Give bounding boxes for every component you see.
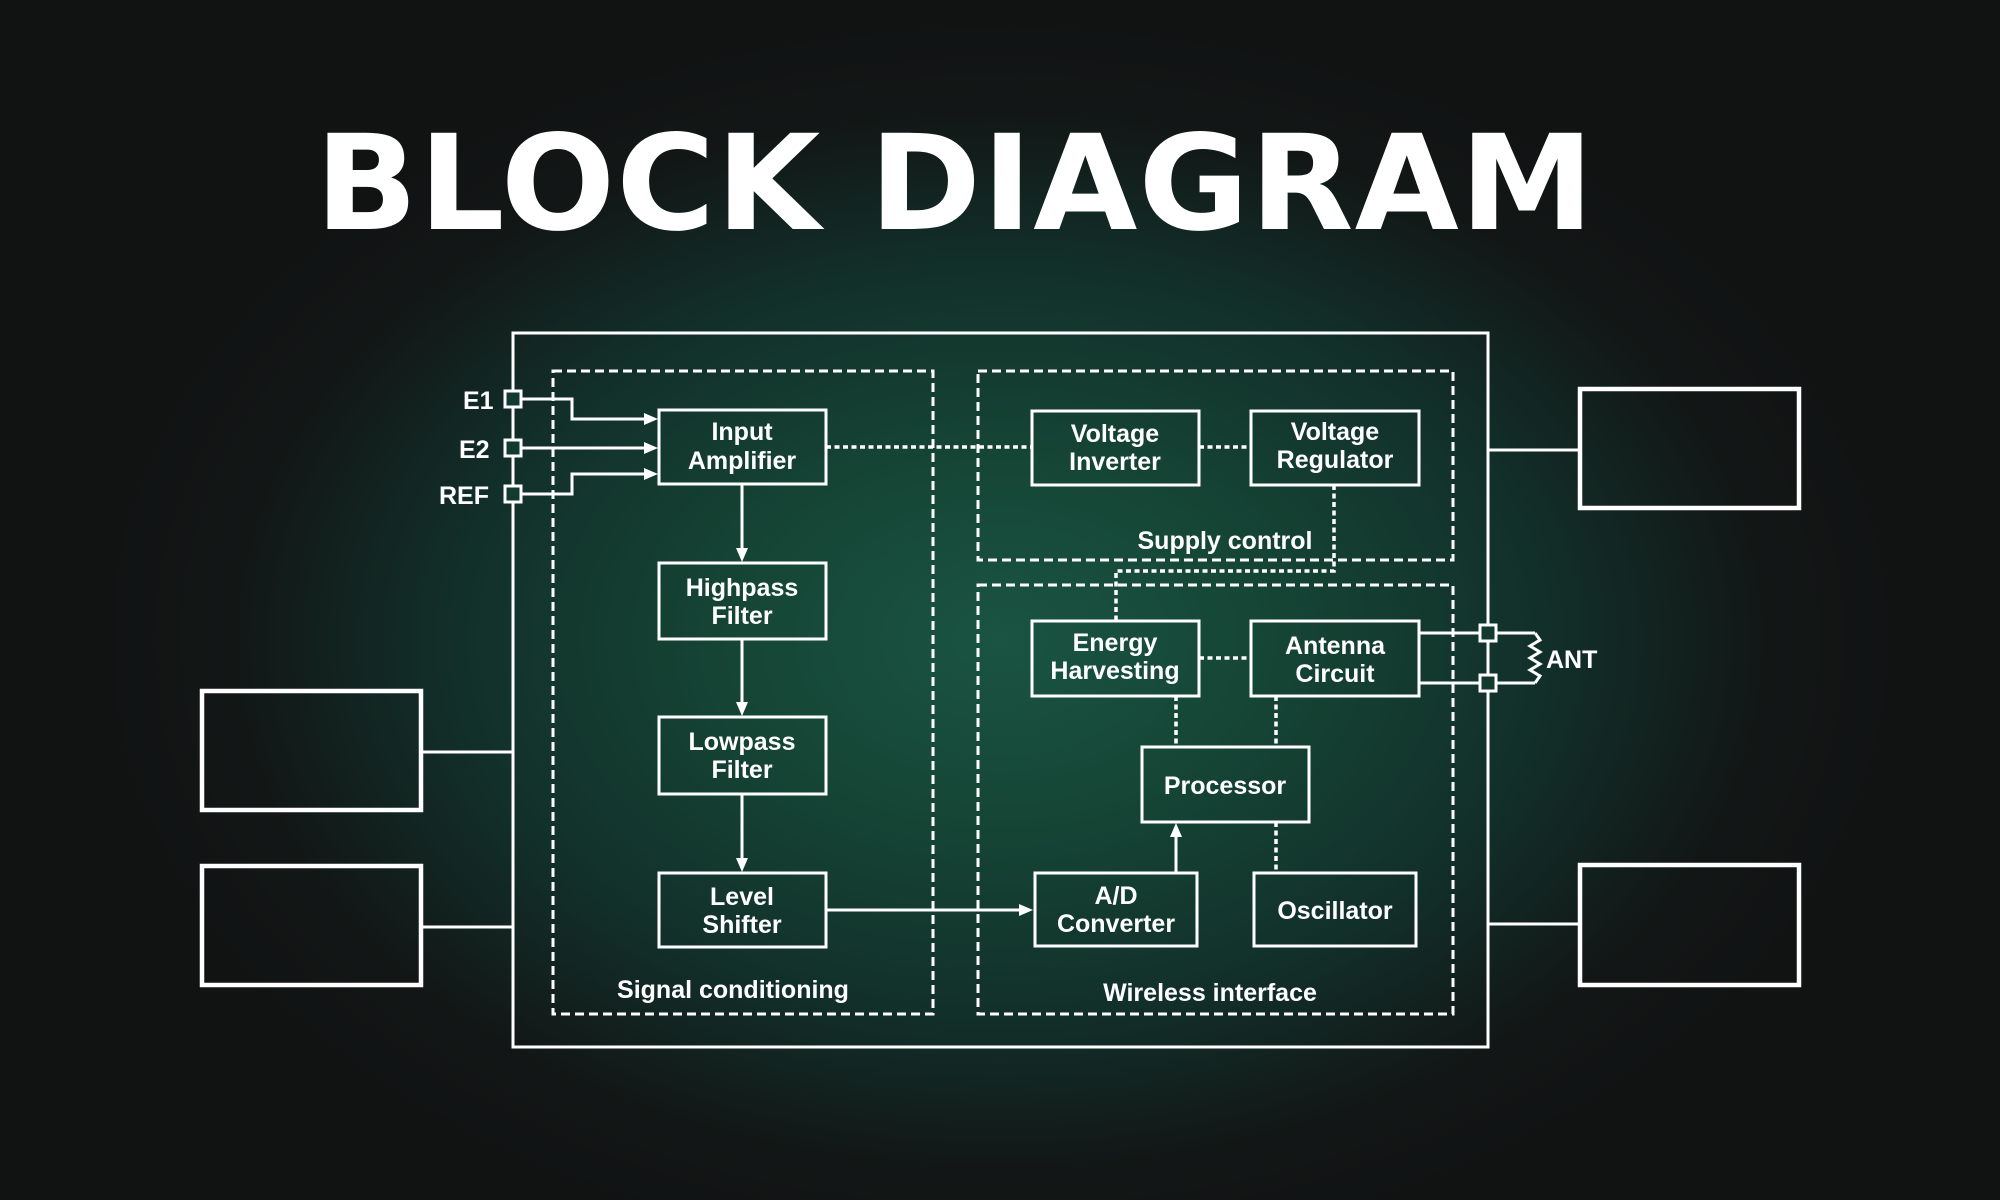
block-antenna-circuit[interactable]: Antenna Circuit [1249, 619, 1421, 698]
block-label: A/D [1094, 882, 1137, 910]
block-voltage-inverter[interactable]: Voltage Inverter [1030, 409, 1201, 487]
block-processor[interactable]: Processor [1140, 745, 1311, 824]
block-label: Level [710, 883, 774, 911]
pin-label-ref: REF [439, 482, 489, 510]
wire-ref [521, 472, 650, 496]
block-label: Energy [1073, 629, 1158, 657]
arrow-adc [1019, 904, 1033, 916]
arrow-e2 [644, 442, 658, 454]
block-label: Harvesting [1050, 657, 1179, 685]
group-supply-control [976, 369, 1455, 562]
connector-e1[interactable] [503, 389, 523, 409]
block-ad-converter[interactable]: A/D Converter [1033, 871, 1199, 948]
connector-ref[interactable] [503, 484, 523, 504]
block-label: Amplifier [688, 447, 797, 475]
external-block-left-bottom[interactable] [199, 863, 424, 988]
pin-label-e2: E2 [459, 436, 490, 464]
arrow-lowpass [736, 702, 748, 716]
block-level-shifter[interactable]: Level Shifter [657, 871, 828, 949]
group-label-supply-control: Supply control [1138, 527, 1313, 555]
external-block-left-top[interactable] [199, 688, 424, 813]
block-label: Inverter [1069, 448, 1161, 476]
block-label: Highpass [686, 574, 799, 602]
antenna-label: ANT [1546, 646, 1597, 674]
block-label: Lowpass [689, 728, 796, 756]
block-input-amplifier[interactable]: Input Amplifier [657, 408, 828, 486]
block-label: Filter [711, 756, 772, 784]
connector-ant-2[interactable] [1478, 673, 1498, 693]
block-label: Input [711, 418, 773, 446]
block-oscillator[interactable]: Oscillator [1252, 871, 1418, 948]
block-label: Voltage [1071, 420, 1160, 448]
antenna-icon [1527, 632, 1543, 684]
arrow-ref [644, 468, 658, 480]
link-regulator-harvesting [1114, 485, 1336, 621]
arrow-shifter [736, 858, 748, 872]
block-label: Processor [1164, 772, 1287, 800]
arrow-e1 [644, 413, 658, 425]
group-label-wireless-interface: Wireless interface [1103, 979, 1317, 1007]
block-label: Circuit [1295, 660, 1375, 688]
block-label: Filter [711, 602, 772, 630]
block-label: Shifter [702, 911, 781, 939]
block-energy-harvesting[interactable]: Energy Harvesting [1030, 619, 1201, 698]
arrow-processor [1170, 823, 1182, 837]
block-voltage-regulator[interactable]: Voltage Regulator [1249, 409, 1421, 487]
group-signal-conditioning [551, 369, 935, 1016]
diagram-title: BLOCK DIAGRAM [315, 107, 1595, 261]
connector-e2[interactable] [503, 438, 523, 458]
block-lowpass-filter[interactable]: Lowpass Filter [657, 715, 828, 796]
block-highpass-filter[interactable]: Highpass Filter [657, 561, 828, 641]
wire-e1 [521, 397, 650, 421]
block-label: Regulator [1277, 446, 1394, 474]
block-label: Converter [1057, 910, 1175, 938]
pin-label-e1: E1 [463, 387, 494, 415]
group-wireless-interface [976, 583, 1455, 1016]
group-label-signal-conditioning: Signal conditioning [617, 976, 849, 1004]
external-block-right-top[interactable] [1577, 386, 1802, 511]
block-label: Voltage [1291, 418, 1380, 446]
external-block-right-bottom[interactable] [1577, 862, 1802, 988]
block-label: Oscillator [1277, 897, 1393, 925]
connector-ant-1[interactable] [1478, 623, 1498, 643]
block-label: Antenna [1285, 632, 1386, 660]
arrow-highpass [736, 548, 748, 562]
